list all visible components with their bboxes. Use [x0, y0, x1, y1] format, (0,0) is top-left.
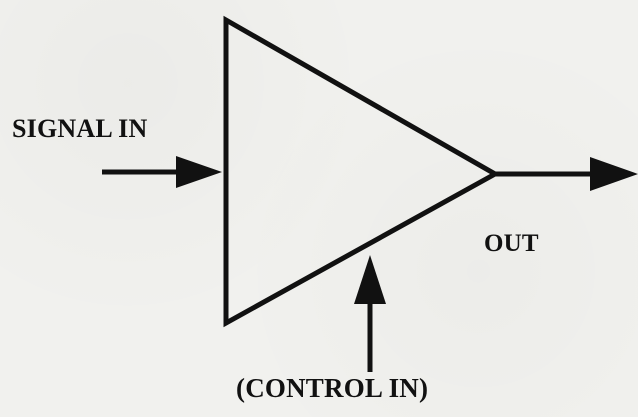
control-in-arrow-icon [354, 255, 386, 372]
amplifier-triangle-icon [223, 15, 501, 328]
signal-in-label: SIGNAL IN [12, 114, 148, 143]
output-arrow-icon [495, 157, 638, 191]
signal-in-arrow-icon [102, 156, 222, 188]
control-in-label: (CONTROL IN) [236, 373, 429, 403]
output-label: OUT [484, 230, 539, 257]
